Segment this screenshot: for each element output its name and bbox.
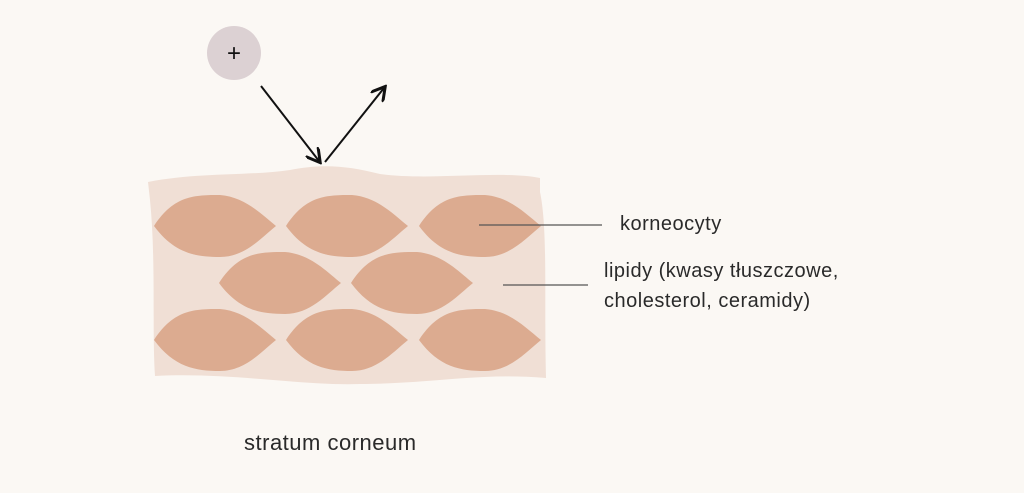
corneocyte-cell [286,195,408,257]
corneocyte-cell [219,252,341,314]
corneocyte-cell [154,309,276,371]
corneocytes-label: korneocyty [620,213,722,235]
corneocyte-cell [419,195,541,257]
ion-plus-sign: + [227,40,241,67]
lipids-label-line1: lipidy (kwasy tłuszczowe, [604,260,839,282]
corneocyte-cell [286,309,408,371]
ion-circle [207,26,261,80]
reflected-arrow [324,88,384,163]
lipids-label-line2: cholesterol, ceramidy) [604,290,811,312]
incoming-arrow [260,85,319,161]
corneocyte-cell [154,195,276,257]
corneocyte-cell [419,309,541,371]
corneocyte-cell [351,252,473,314]
caption: stratum corneum [244,430,417,455]
corneocytes [154,195,541,371]
